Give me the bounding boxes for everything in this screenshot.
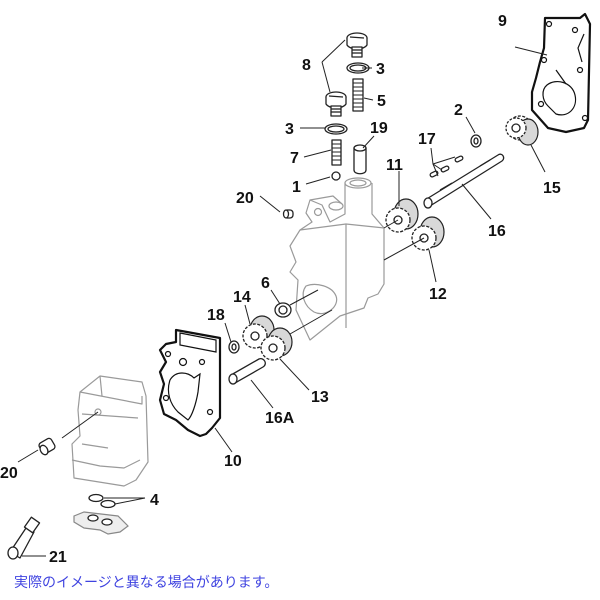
part-4-o-rings — [88, 493, 116, 509]
gear-axis-line — [282, 309, 333, 339]
part-18-washer — [228, 340, 240, 354]
callout-12: 12 — [429, 286, 447, 303]
callout-10: 10 — [224, 453, 242, 470]
axis-line — [61, 411, 99, 439]
oil-pump-body — [289, 177, 385, 341]
callout-4: 4 — [150, 492, 159, 509]
gear-axis-line — [289, 289, 319, 306]
callout-3-lower: 3 — [285, 121, 294, 138]
part-15-gear — [505, 115, 539, 146]
part-6-washer — [274, 302, 292, 318]
part-17-keys — [429, 155, 464, 178]
part-8-screw-upper — [346, 32, 368, 58]
callout-3-upper: 3 — [376, 61, 385, 78]
gear-axis-line — [383, 237, 425, 261]
part-5-spring — [352, 78, 364, 112]
part-3-o-ring-lower — [324, 123, 348, 135]
callout-17: 17 — [418, 131, 436, 148]
part-10-gasket — [158, 328, 222, 438]
callout-labels: 9 8 3 5 3 2 19 17 7 11 15 1 20 16 12 6 1… — [0, 13, 561, 566]
part-13-gear — [260, 327, 293, 361]
callout-20-lower: 20 — [0, 465, 18, 482]
gear-axis-line — [383, 219, 399, 229]
callout-11: 11 — [386, 157, 403, 174]
callout-7: 7 — [290, 150, 299, 167]
part-19-sleeve — [353, 144, 367, 175]
callout-16: 16 — [488, 223, 506, 240]
part-1-check-ball — [331, 171, 341, 181]
leader-lines — [17, 39, 548, 557]
callout-21: 21 — [49, 549, 67, 566]
callout-20-upper: 20 — [236, 190, 254, 207]
part-2-washer — [470, 134, 482, 148]
part-16-shaft — [423, 153, 505, 209]
part-20-plug-lower — [38, 437, 56, 456]
part-21-fitting — [7, 516, 41, 560]
disclaimer-note: 実際のイメージと異なる場合があります。 — [14, 575, 279, 591]
part-14-gear — [242, 315, 275, 349]
part-7-spring — [331, 139, 342, 166]
part-12-gear — [411, 216, 445, 251]
callout-19: 19 — [370, 120, 388, 137]
part-9-gasket-plate — [530, 12, 592, 134]
pump-cover — [71, 375, 149, 487]
part-20-plug-upper — [282, 209, 294, 219]
callout-5: 5 — [377, 93, 386, 110]
callout-13: 13 — [311, 389, 329, 406]
callout-15: 15 — [543, 180, 561, 197]
callout-18: 18 — [207, 307, 225, 324]
callout-1: 1 — [292, 179, 301, 196]
callout-16a: 16A — [265, 410, 295, 427]
part-11-gear — [385, 198, 419, 233]
callout-8: 8 — [302, 57, 311, 74]
part-8-screw-lower — [325, 91, 347, 117]
callout-6: 6 — [261, 275, 270, 292]
callout-14: 14 — [233, 289, 251, 306]
part-16a-shaft — [228, 358, 266, 385]
callout-9: 9 — [498, 13, 507, 30]
part-3-o-ring-upper — [346, 62, 370, 74]
pump-base-plate — [73, 511, 129, 535]
callout-2: 2 — [454, 102, 463, 119]
